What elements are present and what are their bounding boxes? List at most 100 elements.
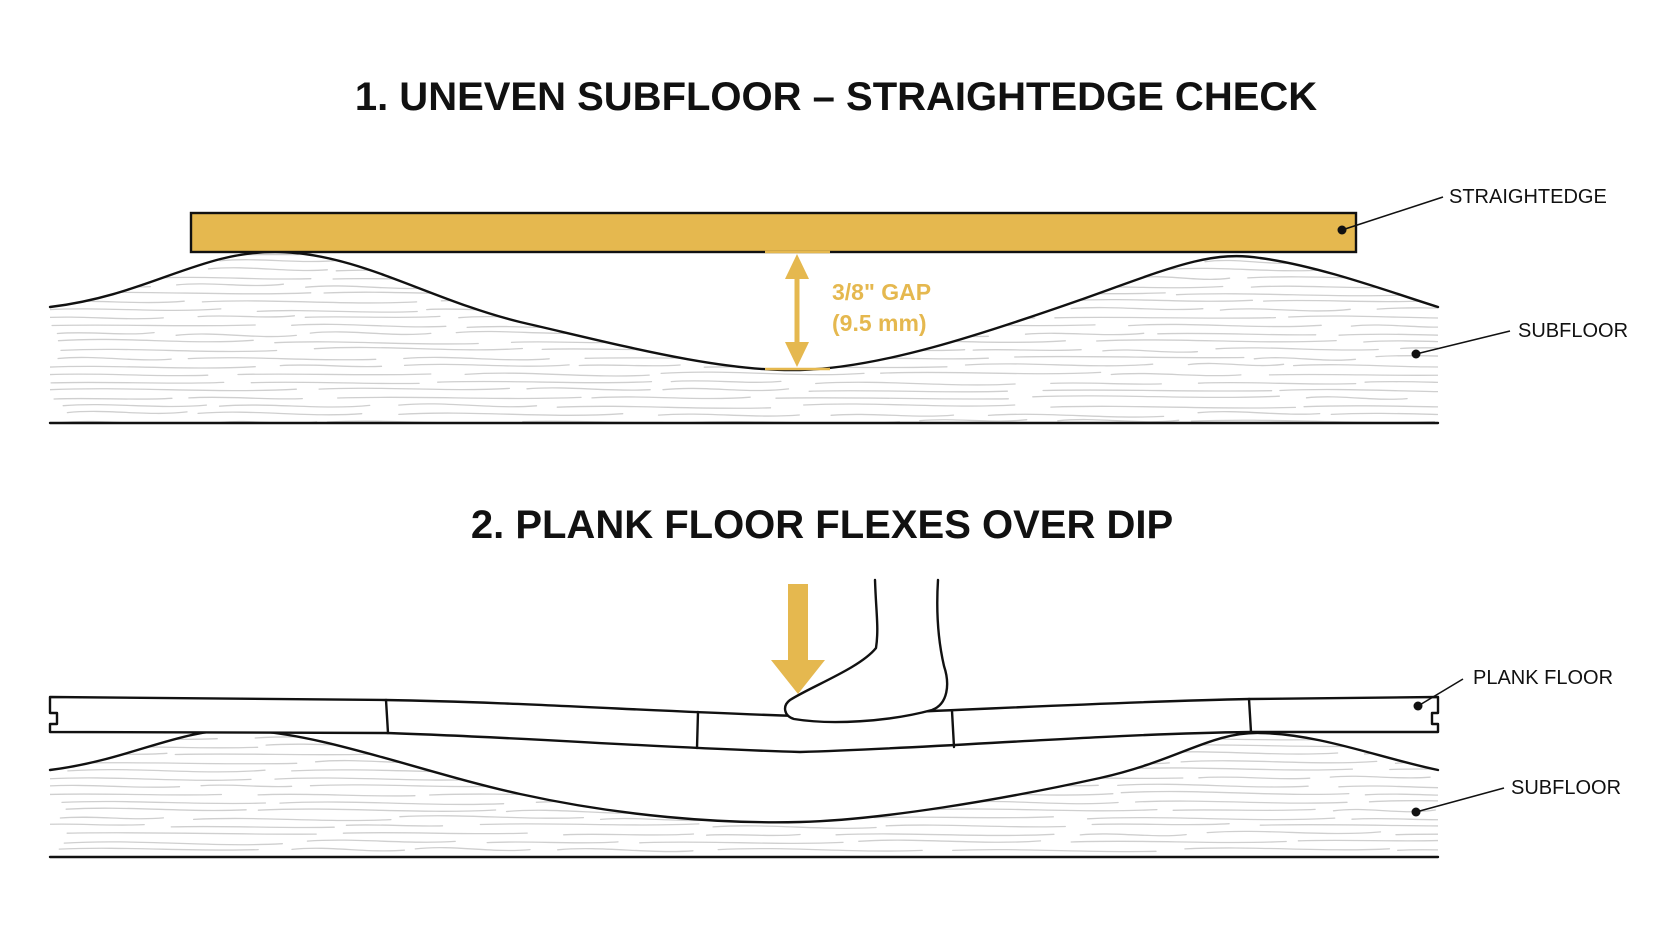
panel1-subfloor <box>48 250 1440 425</box>
plank-floor <box>48 695 1440 754</box>
grain-line <box>399 815 585 819</box>
grain-line <box>176 283 285 287</box>
grain-line <box>1166 267 1322 272</box>
grain-line <box>563 769 810 773</box>
grain-line <box>972 349 1082 352</box>
grain-line <box>1215 347 1379 351</box>
grain-line <box>615 752 747 757</box>
grain-line <box>188 396 303 400</box>
grain-line <box>50 308 222 312</box>
grain-line <box>304 315 441 319</box>
grain-line <box>949 259 1186 264</box>
grain-line <box>306 839 456 843</box>
grain-line <box>1184 847 1391 851</box>
grain-line <box>1079 833 1187 837</box>
grain-line <box>157 276 312 280</box>
grain-line <box>1350 324 1438 328</box>
grain-line <box>1400 347 1438 350</box>
grain-line <box>254 736 453 740</box>
grain-line <box>50 388 297 392</box>
grain-line <box>1070 840 1287 844</box>
grain-line <box>638 322 835 327</box>
grain-line <box>368 261 590 266</box>
grain-line <box>55 745 259 749</box>
grain-line <box>1197 381 1357 385</box>
grain-line <box>1395 833 1438 836</box>
grain-line <box>1279 388 1438 393</box>
grain-line <box>67 768 266 773</box>
grain-line <box>279 364 383 368</box>
plank-floor-label: PLANK FLOOR <box>1473 667 1613 689</box>
gap-measurement-imperial: 3/8" GAP <box>832 279 931 305</box>
grain-line <box>1364 380 1438 384</box>
grain-line <box>787 799 943 804</box>
gap-measurement-metric: (9.5 mm) <box>832 310 927 336</box>
grain-line <box>1120 790 1350 796</box>
grain-line <box>486 841 619 844</box>
grain-line <box>1417 253 1438 257</box>
grain-line <box>274 341 479 345</box>
straightedge-callout: STRAIGHTEDGE <box>1337 186 1607 235</box>
subfloor-callout-1: SUBFLOOR <box>1411 320 1628 359</box>
grain-line <box>1122 767 1354 771</box>
grain-line <box>57 338 254 343</box>
grain-line <box>660 371 865 376</box>
grain-line <box>1042 389 1273 392</box>
grain-line <box>479 823 700 826</box>
grain-line <box>192 817 392 822</box>
grain-line <box>1368 800 1438 804</box>
grain-line <box>637 332 841 337</box>
gap-arrow-up-icon <box>785 254 809 279</box>
grain-line <box>50 793 223 796</box>
grain-line <box>952 848 1157 853</box>
grain-line <box>556 405 772 410</box>
grain-line <box>219 259 341 263</box>
grain-line <box>309 784 508 788</box>
grain-line <box>398 412 624 416</box>
grain-line <box>964 363 1154 367</box>
grain-line <box>62 403 208 408</box>
grain-line <box>291 769 533 773</box>
grain-line <box>662 387 790 392</box>
grain-line <box>1134 800 1348 804</box>
grain-line <box>314 759 451 764</box>
grain-line <box>250 381 420 385</box>
grain-line <box>201 300 418 304</box>
grain-line <box>175 333 297 338</box>
grain-line <box>717 847 923 852</box>
grain-line <box>557 848 694 853</box>
grain-line <box>1180 760 1378 764</box>
grain-line <box>1357 737 1438 741</box>
plank-joint <box>384 698 390 735</box>
grain-line <box>1424 285 1438 289</box>
grain-line <box>1332 808 1436 813</box>
grain-line <box>63 762 298 765</box>
grain-line <box>1324 261 1438 265</box>
grain-line <box>50 737 218 741</box>
grain-line <box>257 808 497 812</box>
grain-line <box>1175 293 1407 297</box>
grain-line <box>50 777 252 781</box>
gap-indicator: 3/8" GAP (9.5 mm) <box>765 250 931 371</box>
grain-line <box>647 284 781 288</box>
grain-line <box>835 833 1055 837</box>
grain-line <box>437 380 653 384</box>
grain-line <box>315 252 466 256</box>
grain-line <box>689 760 852 765</box>
grain-line <box>919 419 1028 422</box>
grain-line <box>523 784 737 790</box>
grain-line <box>591 396 751 400</box>
grain-line <box>639 841 844 845</box>
grain-line <box>761 268 902 271</box>
grain-line <box>474 285 621 288</box>
grain-line <box>1117 783 1309 788</box>
grain-line <box>1198 776 1311 780</box>
foot-icon <box>783 578 949 724</box>
grain-line <box>309 331 432 336</box>
grain-line <box>1050 405 1297 409</box>
grain-line <box>808 390 1008 393</box>
grain-line <box>1187 362 1285 367</box>
grain-line <box>1057 418 1180 423</box>
grain-line <box>1375 355 1438 359</box>
grain-line <box>66 252 305 256</box>
